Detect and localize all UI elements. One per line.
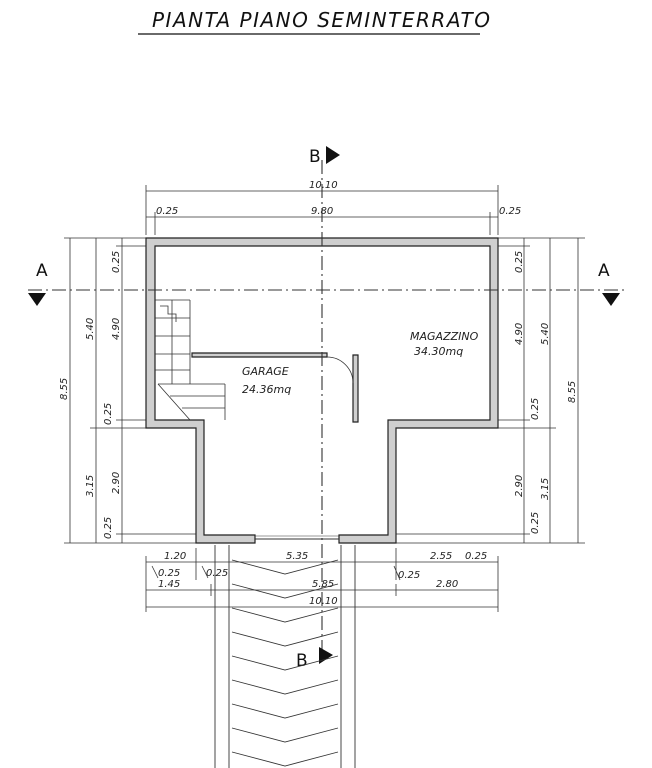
dim-bottom-wall-c: 0.25 <box>398 570 420 581</box>
ramp-chevron <box>231 703 339 719</box>
dim-left-inner-lower: 2.90 <box>111 472 122 494</box>
dim-right-total: 8.55 <box>567 381 578 403</box>
dim-right-top-wall: 0.25 <box>514 251 525 273</box>
dim-bottom-row1-mid: 5.35 <box>286 551 308 562</box>
dim-left-bottom-wall: 0.25 <box>103 517 114 539</box>
ramp-chevron <box>231 655 339 671</box>
section-a-arrow-left <box>28 293 46 306</box>
ramp-chevron <box>231 727 339 743</box>
dim-top-total: 10.10 <box>309 180 338 191</box>
left-dimensions: 8.55 5.40 3.15 0.25 4.90 0.25 2.90 0.25 <box>59 237 196 544</box>
section-line-a: A A <box>28 261 625 306</box>
room-magazzino-area: 34.30mq <box>414 345 463 358</box>
ramp-chevron <box>231 607 339 623</box>
door-swing <box>326 356 354 384</box>
ramp-chevron <box>231 559 339 575</box>
dim-right-lower: 3.15 <box>540 478 551 500</box>
section-a-arrow-right <box>602 293 620 306</box>
section-b-label-top: B <box>309 147 321 167</box>
dim-bottom-row1-right: 2.55 <box>430 551 452 562</box>
dim-left-total: 8.55 <box>59 378 70 400</box>
staircase <box>155 299 226 421</box>
dim-bottom-row2-left: 1.45 <box>158 579 180 590</box>
dim-right-inner-lower: 2.90 <box>514 475 525 497</box>
right-dimensions: 0.25 4.90 0.25 2.90 0.25 5.40 3.15 8.55 <box>396 237 585 544</box>
section-a-label-left: A <box>36 261 48 281</box>
dim-bottom-wall-b: 0.25 <box>206 568 228 579</box>
dim-bottom-row2-right: 2.80 <box>436 579 458 590</box>
dim-bottom-row1-left: 1.20 <box>164 551 186 562</box>
dim-bottom-row2-mid: 5.85 <box>312 579 334 590</box>
dim-top-left-wall: 0.25 <box>156 206 178 217</box>
ramp-chevron <box>231 631 339 647</box>
section-b-arrow-top <box>326 146 340 164</box>
dim-left-upper: 5.40 <box>85 318 96 340</box>
dim-left-inner-upper: 4.90 <box>111 318 122 340</box>
room-garage-area: 24.36mq <box>242 383 291 396</box>
section-a-label-right: A <box>598 261 610 281</box>
dim-bottom-total: 10.10 <box>309 596 338 607</box>
dim-left-mid-wall: 0.25 <box>103 403 114 425</box>
top-dimensions: 10.10 0.25 9.80 0.25 <box>145 180 521 235</box>
outer-wall <box>145 237 499 544</box>
dim-left-top-wall: 0.25 <box>111 251 122 273</box>
bottom-dimensions: 1.20 5.35 2.55 0.25 0.25 0.25 0.25 1.45 … <box>145 548 499 612</box>
driveway-ramp <box>214 545 356 768</box>
ramp-chevron <box>231 751 339 767</box>
dim-right-upper: 5.40 <box>540 323 551 345</box>
section-line-b: B B <box>296 146 340 671</box>
section-b-arrow-bottom <box>319 647 333 664</box>
ramp-chevron <box>231 679 339 695</box>
dim-left-lower: 3.15 <box>85 475 96 497</box>
room-magazzino-name: MAGAZZINO <box>410 330 479 343</box>
dim-bottom-wall-a: 0.25 <box>158 568 180 579</box>
dim-right-bottom-wall: 0.25 <box>530 512 541 534</box>
room-garage-name: GARAGE <box>242 365 289 378</box>
ramp-chevron <box>231 583 339 599</box>
dim-right-inner-upper: 4.90 <box>514 323 525 345</box>
section-b-label-bottom: B <box>296 651 308 671</box>
dim-bottom-row1-right-wall: 0.25 <box>465 551 487 562</box>
ramp-chevrons <box>231 559 339 767</box>
dim-right-mid-wall: 0.25 <box>530 398 541 420</box>
plan-title: PIANTA PIANO SEMINTERRATO <box>152 8 492 32</box>
dim-top-right-wall: 0.25 <box>499 206 521 217</box>
walls <box>145 237 499 544</box>
